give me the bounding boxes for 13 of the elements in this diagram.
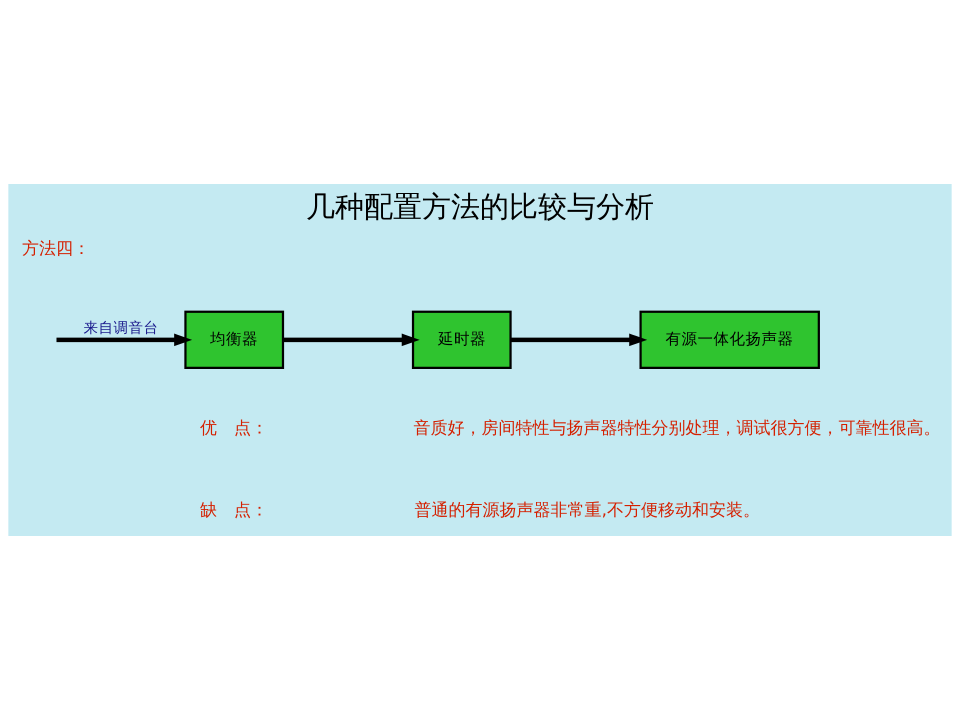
arrow bbox=[510, 334, 648, 346]
node-box: 延时器 bbox=[412, 310, 512, 369]
label: 优 点： bbox=[200, 417, 268, 438]
label: 普通的有源扬声器非常重,不方便移动和安装。 bbox=[414, 499, 760, 520]
label: 缺 点： bbox=[200, 499, 268, 520]
diagram-title: 几种配置方法的比较与分析 bbox=[306, 189, 654, 224]
label: 方法四： bbox=[22, 238, 90, 258]
arrow bbox=[56, 334, 192, 346]
node-box: 有源一体化扬声器 bbox=[639, 310, 820, 369]
arrow bbox=[283, 334, 420, 346]
edge-label: 来自调音台 bbox=[83, 319, 158, 336]
label: 音质好，房间特性与扬声器特性分别处理，调试很方便，可靠性很高。 bbox=[414, 417, 941, 438]
node-box: 均衡器 bbox=[184, 310, 284, 369]
